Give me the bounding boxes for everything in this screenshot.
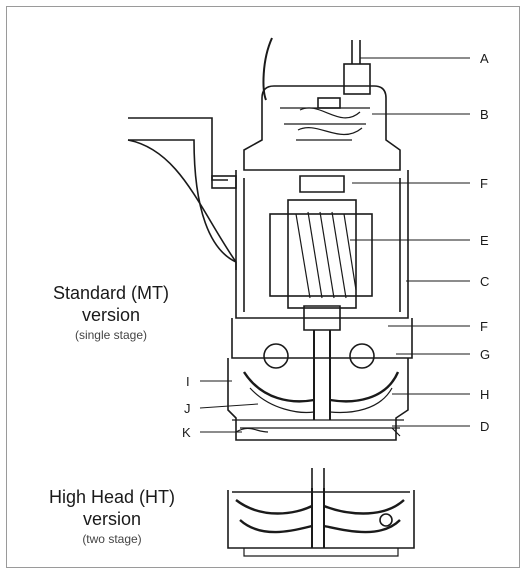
pipe-flange: [211, 175, 237, 189]
standard-title: Standard (MT): [52, 283, 170, 303]
leader-lines: [199, 57, 470, 433]
callout-label: D: [480, 419, 489, 434]
callout-label: H: [480, 387, 489, 402]
standard-subtitle: (single stage): [74, 328, 148, 342]
callout-label: B: [480, 107, 489, 122]
callout-label: K: [182, 425, 191, 440]
callout-label: G: [480, 347, 490, 362]
cable: [351, 40, 361, 66]
rotor: [287, 199, 357, 309]
standard-version: version: [81, 305, 141, 325]
callout-label: F: [480, 319, 488, 334]
shaft: [313, 330, 331, 420]
oil-chamber: [231, 318, 413, 359]
callout-label: J: [184, 401, 191, 416]
high-head-title: High Head (HT): [48, 487, 176, 507]
impeller: [242, 371, 400, 403]
callout-label: E: [480, 233, 489, 248]
callout-label: F: [480, 176, 488, 191]
high-head-version: version: [82, 509, 142, 529]
high-head-drawing: [227, 468, 415, 557]
cable-gland: [343, 63, 371, 95]
stator: [269, 213, 373, 297]
standard-caption: Standard (MT) version (single stage): [26, 282, 196, 344]
callout-labels: A B F E C F G I H J D K: [182, 51, 490, 440]
strainer: [232, 419, 404, 429]
motor-housing: [235, 170, 409, 319]
callout-label: I: [186, 374, 190, 389]
top-cover: [243, 85, 401, 171]
discharge-pipe: [128, 117, 237, 263]
high-head-caption: High Head (HT) version (two stage): [24, 486, 200, 548]
callout-label: A: [480, 51, 489, 66]
high-head-subtitle: (two stage): [82, 532, 142, 546]
lifting-handle: [262, 37, 273, 101]
callout-label: C: [480, 274, 489, 289]
pump-casing: [227, 358, 409, 441]
upper-bearing: [299, 175, 345, 193]
figure-frame: [6, 6, 520, 568]
